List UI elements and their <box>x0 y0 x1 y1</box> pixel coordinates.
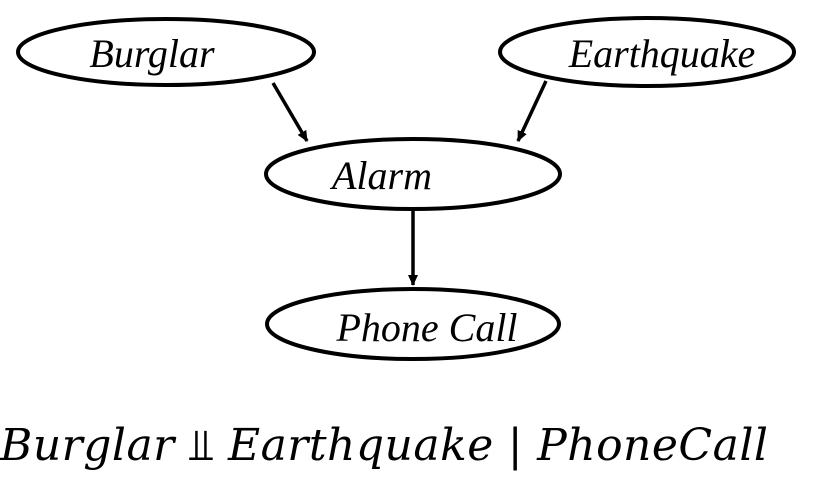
conditional-independence-formula: Burglar ⫫ Earthquake | PhoneCall <box>0 410 826 480</box>
node-burglar-label: Burglar <box>89 31 215 76</box>
node-alarm: Alarm <box>264 137 562 211</box>
formula-right-variable: Earthquake <box>227 419 494 471</box>
node-earthquake: Earthquake <box>498 16 796 88</box>
given-bar-symbol: | <box>507 419 524 471</box>
edge-earthquake-to-alarm <box>516 80 548 142</box>
node-phone-call-label: Phone Call <box>335 305 517 350</box>
formula-condition-variable: PhoneCall <box>537 419 769 471</box>
node-phone-call: Phone Call <box>265 287 561 361</box>
formula-left-variable: Burglar <box>0 419 175 471</box>
node-phone-call-ellipse <box>265 287 561 361</box>
node-alarm-label: Alarm <box>329 153 432 198</box>
edge-burglar-to-alarm <box>271 82 309 142</box>
node-earthquake-label: Earthquake <box>568 31 756 76</box>
independence-symbol: ⫫ <box>188 419 214 471</box>
node-earthquake-ellipse <box>498 16 796 88</box>
node-alarm-ellipse <box>264 137 562 211</box>
node-burglar: Burglar <box>16 17 316 87</box>
node-burglar-ellipse <box>16 17 316 87</box>
